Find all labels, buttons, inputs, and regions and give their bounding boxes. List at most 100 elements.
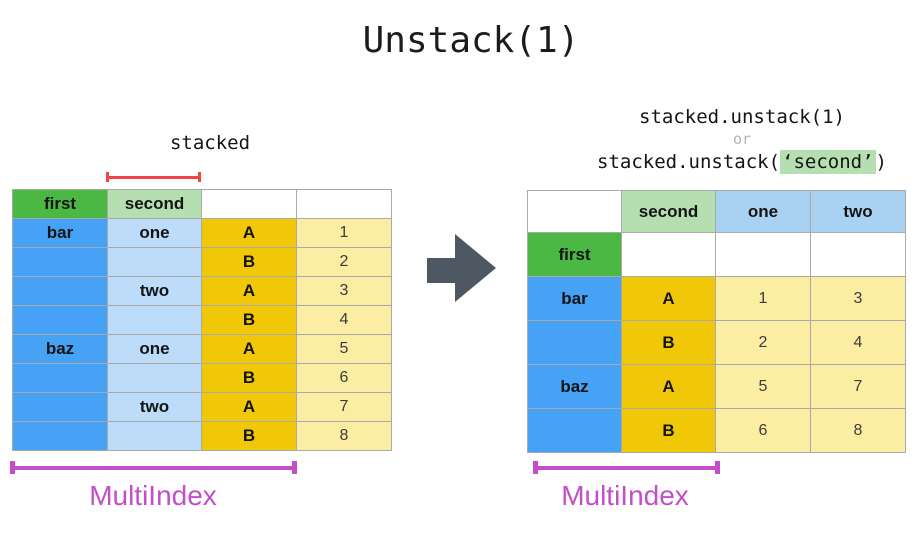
table-row: baz A 5 7 bbox=[527, 364, 906, 409]
stacked-table: first second bar one A 1 B 2 two A 3 B bbox=[12, 189, 392, 451]
table-row: first bbox=[527, 232, 906, 277]
bracket-cap-right bbox=[198, 172, 201, 182]
empty-cell bbox=[810, 232, 906, 277]
code-unstack-second: stacked.unstack(‘second’) bbox=[597, 150, 887, 175]
empty-cell bbox=[621, 232, 716, 277]
value-cell: 4 bbox=[810, 320, 906, 365]
index-cell bbox=[12, 276, 108, 306]
table-row: second one two bbox=[527, 190, 906, 233]
table-row: two A 7 bbox=[12, 392, 392, 422]
header-cell-empty bbox=[201, 189, 297, 219]
value-cell: 3 bbox=[810, 276, 906, 321]
value-cell: 4 bbox=[296, 305, 392, 335]
index-cell: bar bbox=[12, 218, 108, 248]
index-cell bbox=[12, 247, 108, 277]
index-cell: B bbox=[201, 305, 297, 335]
index-cell bbox=[107, 247, 202, 277]
value-cell: 7 bbox=[810, 364, 906, 409]
multiindex-label-left: MultiIndex bbox=[89, 480, 217, 511]
header-cell-second: second bbox=[621, 190, 716, 233]
value-cell: 7 bbox=[296, 392, 392, 422]
index-cell: baz bbox=[527, 364, 622, 409]
table-row: B 2 4 bbox=[527, 320, 906, 365]
value-cell: 2 bbox=[296, 247, 392, 277]
table-row: two A 3 bbox=[12, 276, 392, 306]
index-cell: B bbox=[201, 247, 297, 277]
index-cell: B bbox=[201, 421, 297, 451]
index-cell-first: first bbox=[527, 232, 622, 277]
table-row: bar one A 1 bbox=[12, 218, 392, 248]
bracket-bar bbox=[15, 465, 292, 470]
index-cell: bar bbox=[527, 276, 622, 321]
table-row: B 8 bbox=[12, 421, 392, 451]
empty-cell bbox=[715, 232, 811, 277]
index-cell: A bbox=[201, 218, 297, 248]
unstack-code-block: stacked.unstack(1) or stacked.unstack(‘s… bbox=[597, 106, 887, 175]
header-cell-empty bbox=[527, 190, 622, 233]
page-title: Unstack(1) bbox=[362, 20, 580, 61]
value-cell: 5 bbox=[715, 364, 811, 409]
index-cell bbox=[12, 363, 108, 393]
stacked-series-label: stacked bbox=[169, 132, 251, 154]
index-cell: B bbox=[621, 320, 716, 365]
index-cell: A bbox=[621, 276, 716, 321]
header-cell-second: second bbox=[107, 189, 202, 219]
index-cell bbox=[107, 363, 202, 393]
bracket-cap-left bbox=[10, 461, 15, 474]
table-row: B 6 8 bbox=[527, 408, 906, 453]
value-cell: 1 bbox=[715, 276, 811, 321]
header-cell-one: one bbox=[715, 190, 811, 233]
index-cell bbox=[527, 320, 622, 365]
bracket-bar bbox=[538, 465, 715, 470]
bracket-cap-left bbox=[106, 172, 109, 182]
header-cell-two: two bbox=[810, 190, 906, 233]
code-suffix: ) bbox=[875, 151, 887, 173]
code-unstack-1: stacked.unstack(1) bbox=[639, 106, 845, 128]
value-cell: 5 bbox=[296, 334, 392, 364]
value-cell: 6 bbox=[715, 408, 811, 453]
index-cell: two bbox=[107, 276, 202, 306]
index-cell bbox=[12, 305, 108, 335]
table-row: B 6 bbox=[12, 363, 392, 393]
index-cell: baz bbox=[12, 334, 108, 364]
stacked-level-bracket bbox=[106, 172, 201, 182]
highlight-second: ‘second’ bbox=[780, 150, 876, 174]
arrow-right-icon bbox=[427, 234, 497, 304]
table-row: first second bbox=[12, 189, 392, 219]
bracket-bar bbox=[109, 175, 198, 179]
index-cell: A bbox=[621, 364, 716, 409]
multiindex-bracket-left bbox=[10, 461, 297, 474]
bracket-cap-right bbox=[292, 461, 297, 474]
table-row: B 4 bbox=[12, 305, 392, 335]
unstacked-table: second one two first bar A 1 3 B 2 4 baz… bbox=[527, 190, 906, 453]
index-cell bbox=[12, 421, 108, 451]
index-cell: one bbox=[107, 218, 202, 248]
header-cell-first: first bbox=[12, 189, 108, 219]
index-cell: two bbox=[107, 392, 202, 422]
table-row: B 2 bbox=[12, 247, 392, 277]
index-cell bbox=[107, 421, 202, 451]
index-cell bbox=[12, 392, 108, 422]
value-cell: 6 bbox=[296, 363, 392, 393]
bracket-cap-left bbox=[533, 461, 538, 474]
multiindex-label-right: MultiIndex bbox=[561, 480, 689, 511]
value-cell: 3 bbox=[296, 276, 392, 306]
index-cell bbox=[527, 408, 622, 453]
index-cell: B bbox=[201, 363, 297, 393]
value-cell: 8 bbox=[810, 408, 906, 453]
multiindex-bracket-right bbox=[533, 461, 720, 474]
value-cell: 1 bbox=[296, 218, 392, 248]
table-row: bar A 1 3 bbox=[527, 276, 906, 321]
index-cell: A bbox=[201, 276, 297, 306]
value-cell: 2 bbox=[715, 320, 811, 365]
table-row: baz one A 5 bbox=[12, 334, 392, 364]
index-cell: one bbox=[107, 334, 202, 364]
or-label: or bbox=[732, 130, 752, 148]
code-prefix: stacked.unstack( bbox=[597, 151, 781, 173]
value-cell: 8 bbox=[296, 421, 392, 451]
index-cell: A bbox=[201, 334, 297, 364]
index-cell bbox=[107, 305, 202, 335]
index-cell: A bbox=[201, 392, 297, 422]
bracket-cap-right bbox=[715, 461, 720, 474]
